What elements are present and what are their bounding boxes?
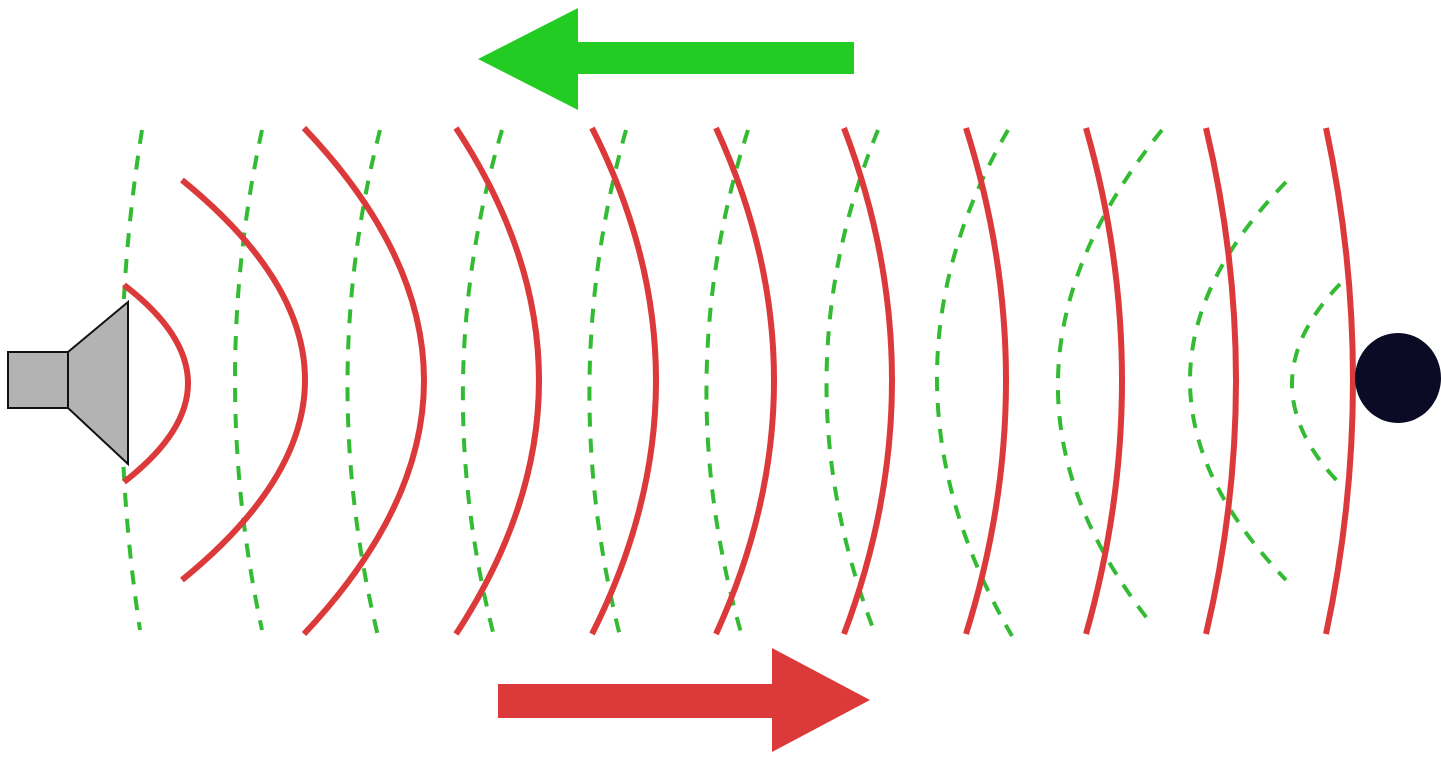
- emitted-wavefront: [122, 282, 191, 485]
- emitted-wavefront: [841, 126, 895, 636]
- emitted-wavefront: [1323, 127, 1356, 635]
- reflected-wavefront: [824, 129, 880, 637]
- emitted-wavefronts: [122, 125, 1356, 637]
- object-dot-icon: [1355, 333, 1441, 423]
- reflected-wavefront: [1055, 128, 1164, 624]
- emitted-wavefront: [963, 127, 1009, 635]
- arrow-shaft: [566, 42, 854, 74]
- reflected-wavefront: [1290, 282, 1342, 486]
- reflected-wavefront: [935, 129, 1014, 638]
- emitted-wavefront: [1203, 127, 1239, 635]
- speaker-cone: [67, 299, 129, 467]
- speaker-icon: [7, 299, 129, 467]
- emitted-wavefront: [589, 126, 659, 636]
- arrow-left-icon: [478, 8, 578, 110]
- reflected-wavefront: [587, 129, 628, 637]
- speaker-magnet: [7, 351, 69, 409]
- emitted-direction-arrow: [498, 648, 870, 752]
- reflected-wavefront: [233, 129, 264, 631]
- emitted-wavefront: [713, 126, 777, 636]
- arrow-right-icon: [772, 648, 870, 752]
- emitted-wavefront: [453, 126, 542, 636]
- emitted-wavefront: [180, 177, 308, 583]
- emitted-wavefront: [301, 125, 427, 637]
- reflected-wavefronts: [119, 128, 1342, 638]
- reflected-direction-arrow: [478, 8, 854, 110]
- emitted-wavefront: [1083, 127, 1125, 635]
- arrow-shaft: [498, 684, 790, 718]
